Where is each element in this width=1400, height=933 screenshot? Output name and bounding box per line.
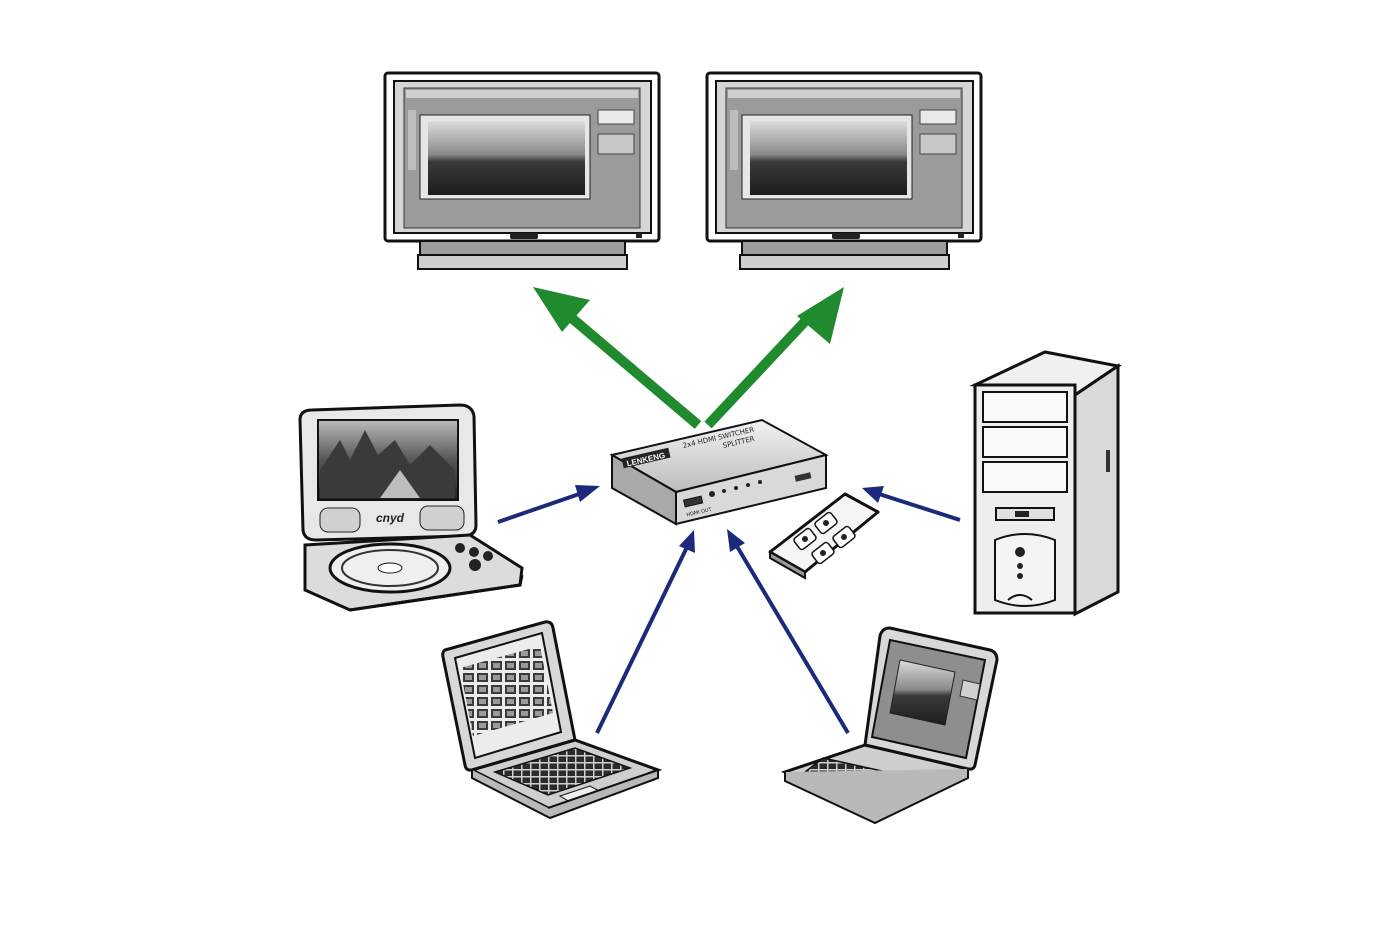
- output-arrow-right: [704, 287, 844, 429]
- monitor-icon: [383, 71, 661, 270]
- remote-control-icon: [768, 492, 880, 580]
- hdmi-switch-icon: LENKENG 2x4 HDMI SWITCHER SPLITTER HDMI …: [609, 418, 829, 526]
- desktop-tower-icon: [969, 350, 1122, 617]
- laptop-icon: [441, 620, 663, 820]
- input-arrow-laptop-left: [595, 530, 695, 734]
- input-arrow-laptop-right: [727, 529, 850, 735]
- dvd-logo: cnyd: [376, 511, 405, 525]
- input-arrow-dvd: [497, 485, 600, 524]
- switch-port-label: HDMI OUT: [686, 507, 713, 519]
- output-arrow-left: [533, 287, 702, 429]
- monitor-icon: [705, 71, 983, 270]
- portable-dvd-player-icon: cnyd: [298, 403, 524, 612]
- input-arrow-desktop: [862, 486, 961, 522]
- laptop-icon: [780, 626, 999, 825]
